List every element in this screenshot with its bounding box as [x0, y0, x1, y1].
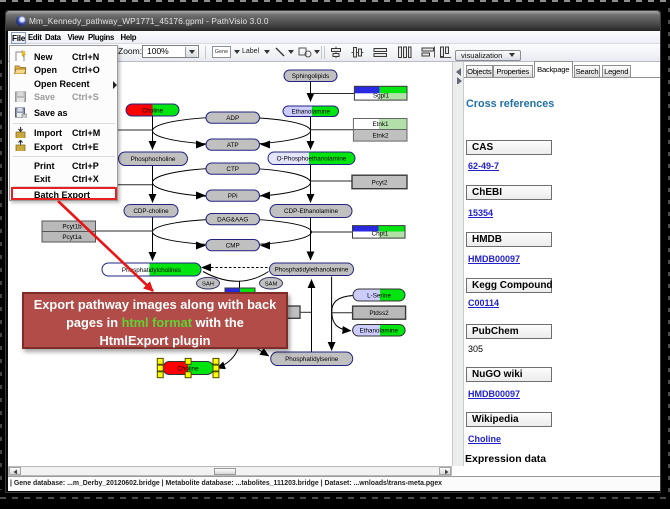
svg-text:Phosphatidylethanolamine: Phosphatidylethanolamine: [275, 267, 349, 274]
svg-text:DAG&AAG: DAG&AAG: [217, 216, 248, 223]
svg-text:CDP-choline: CDP-choline: [133, 208, 169, 215]
svg-text:Pcyt1a: Pcyt1a: [62, 234, 82, 241]
svg-text:PPi: PPi: [228, 193, 238, 200]
svg-text:L-Serine: L-Serine: [367, 292, 391, 299]
svg-text:Sgpl1: Sgpl1: [373, 93, 390, 100]
svg-text:Ethanolamine: Ethanolamine: [360, 328, 399, 335]
svg-text:ADP: ADP: [226, 115, 239, 122]
svg-text:SAH: SAH: [202, 282, 214, 288]
svg-text:O-Phosphoethanolamine: O-Phosphoethanolamine: [277, 156, 347, 163]
svg-text:SAM: SAM: [265, 282, 278, 288]
svg-text:Chpt1: Chpt1: [372, 230, 389, 237]
svg-text:Etnk1: Etnk1: [372, 121, 389, 128]
svg-text:Choline: Choline: [142, 107, 164, 114]
svg-text:Ethanolamine: Ethanolamine: [291, 109, 330, 116]
svg-text:Phosphocholine: Phosphocholine: [131, 156, 176, 163]
svg-text:Pcyt1b: Pcyt1b: [62, 224, 82, 231]
svg-text:Ptdss2: Ptdss2: [369, 310, 389, 317]
svg-text:CMP: CMP: [226, 242, 240, 249]
svg-text:Pcyt2: Pcyt2: [372, 179, 388, 186]
svg-text:CTP: CTP: [226, 166, 239, 173]
svg-text:Etnk2: Etnk2: [372, 133, 389, 140]
svg-text:Phosphatidylcholines: Phosphatidylcholines: [122, 267, 181, 274]
svg-text:Phosphatidylserine: Phosphatidylserine: [285, 356, 339, 363]
svg-text:CDP-Ethanolamine: CDP-Ethanolamine: [284, 208, 338, 215]
svg-text:Sphingolipids: Sphingolipids: [292, 73, 329, 80]
svg-text:Choline: Choline: [177, 366, 199, 373]
svg-text:ATP: ATP: [227, 142, 239, 149]
